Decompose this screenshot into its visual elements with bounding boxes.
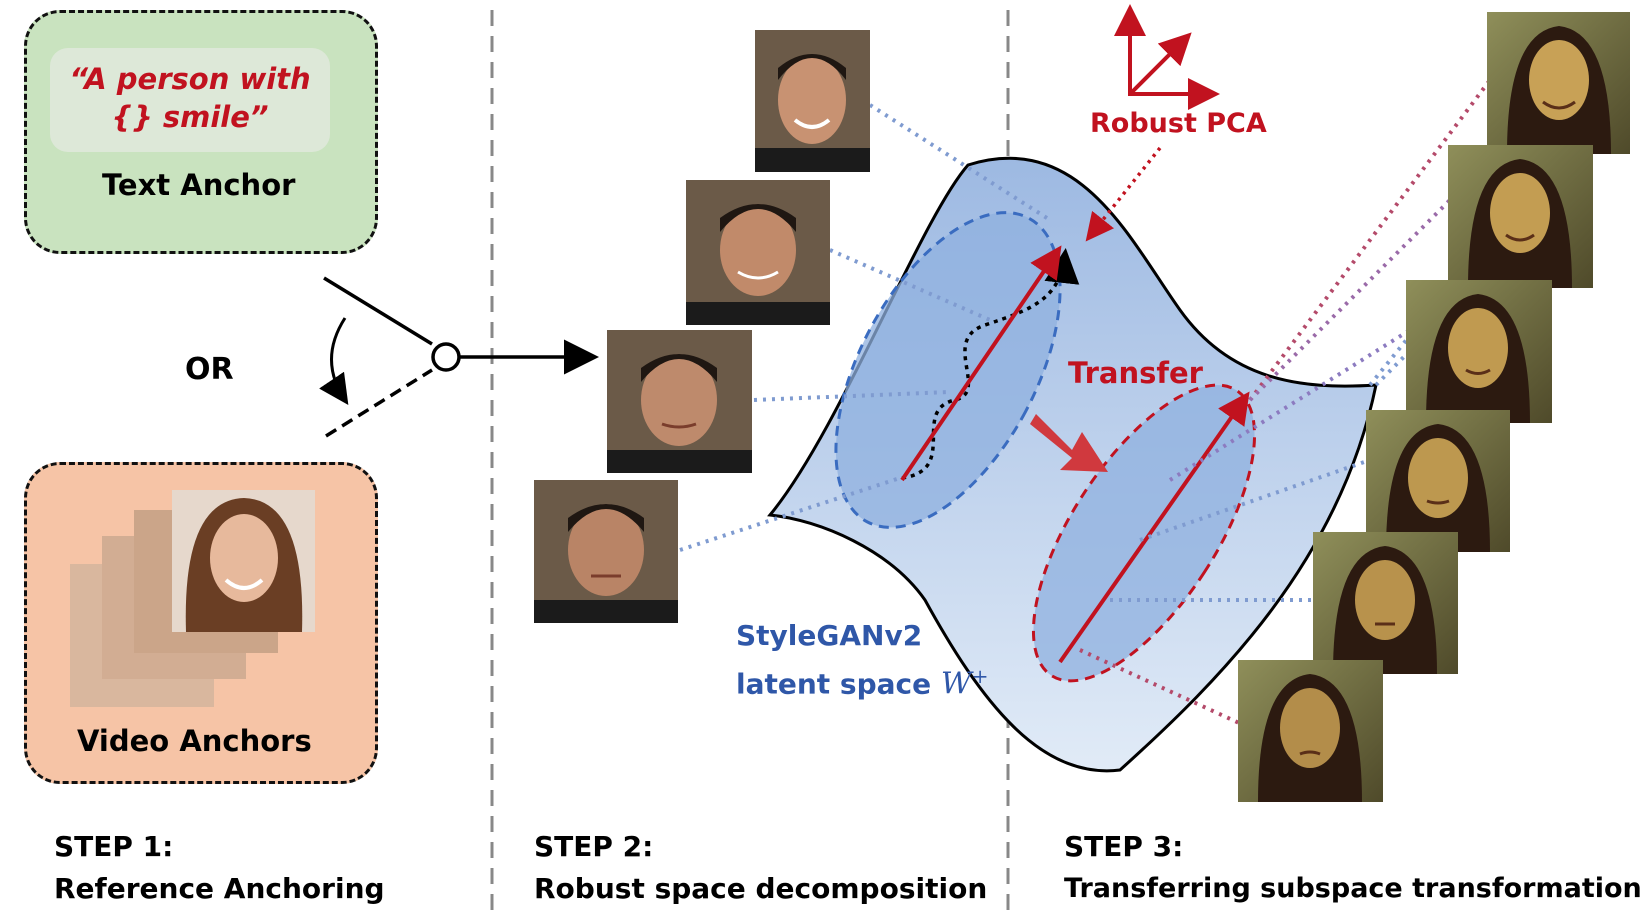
step3-caption: STEP 3: Transferring subspace transforma… [1064, 826, 1642, 910]
output-photo-2 [1448, 145, 1593, 288]
output-photo-3 [1406, 280, 1552, 423]
output-line-2 [1248, 198, 1452, 402]
output-photo-5 [1313, 532, 1458, 674]
text-anchor-prompt-bg [50, 48, 330, 152]
text-anchor-prompt: “A person with {} smile” [50, 60, 330, 136]
step2-title: Robust space decomposition [534, 872, 988, 905]
switch-lower-line [325, 368, 433, 438]
switch-upper-line [323, 276, 433, 346]
step2-caption: STEP 2: Robust space decomposition [534, 826, 987, 910]
switch-curve-arrow [319, 317, 349, 405]
target-subspace-ellipse [1031, 383, 1257, 683]
step2-heading: STEP 2: [534, 830, 654, 863]
projection-line-3 [753, 390, 951, 402]
source-direction-arrow [900, 245, 1062, 482]
output-photo-1 [1487, 12, 1630, 154]
pca-pointer-arrow [1085, 146, 1162, 242]
step1-heading: STEP 1: [54, 830, 174, 863]
latent-space-label: StyleGANv2 latent space W+ [736, 616, 988, 704]
output-line-1 [1248, 78, 1492, 402]
step1-caption: STEP 1: Reference Anchoring [54, 826, 385, 910]
latent-space-symbol: W [940, 666, 972, 702]
step3-title: Transferring subspace transformation [1064, 873, 1642, 904]
step3-heading: STEP 3: [1064, 830, 1184, 863]
pca-axis-diagonal [1128, 32, 1192, 96]
projection-line-4 [679, 476, 901, 552]
text-anchor-label: Text Anchor [102, 168, 296, 202]
latent-space-line2: latent space W+ [736, 656, 988, 704]
video-anchor-frames-front [70, 490, 315, 707]
face-photo-3 [607, 330, 752, 473]
transfer-label: Transfer [1068, 356, 1203, 390]
latent-space-superscript: + [971, 664, 989, 688]
latent-space-line1: StyleGANv2 [736, 619, 923, 652]
video-anchor-label: Video Anchors [77, 724, 312, 758]
source-subspace-ellipse [834, 211, 1062, 529]
transfer-arrow [1030, 414, 1108, 472]
output-photo-6 [1238, 660, 1383, 802]
face-photo-1 [755, 30, 870, 172]
output-line-6 [1079, 648, 1251, 730]
latent-space-text: latent space [736, 667, 932, 701]
output-photo-4 [1366, 410, 1510, 552]
text-anchor-prompt-line1: “A person with [69, 62, 311, 96]
face-photo-2 [686, 180, 830, 325]
trajectory-path [901, 248, 1080, 480]
text-anchor-prompt-line2: {} smile” [111, 100, 269, 134]
face-photo-4 [534, 480, 678, 623]
robust-pca-label: Robust PCA [1090, 108, 1267, 139]
or-label: OR [185, 352, 234, 387]
projection-line-2 [829, 248, 991, 322]
output-line-3 [1168, 328, 1412, 482]
step1-title: Reference Anchoring [54, 872, 385, 905]
target-direction-arrow [1058, 391, 1250, 664]
